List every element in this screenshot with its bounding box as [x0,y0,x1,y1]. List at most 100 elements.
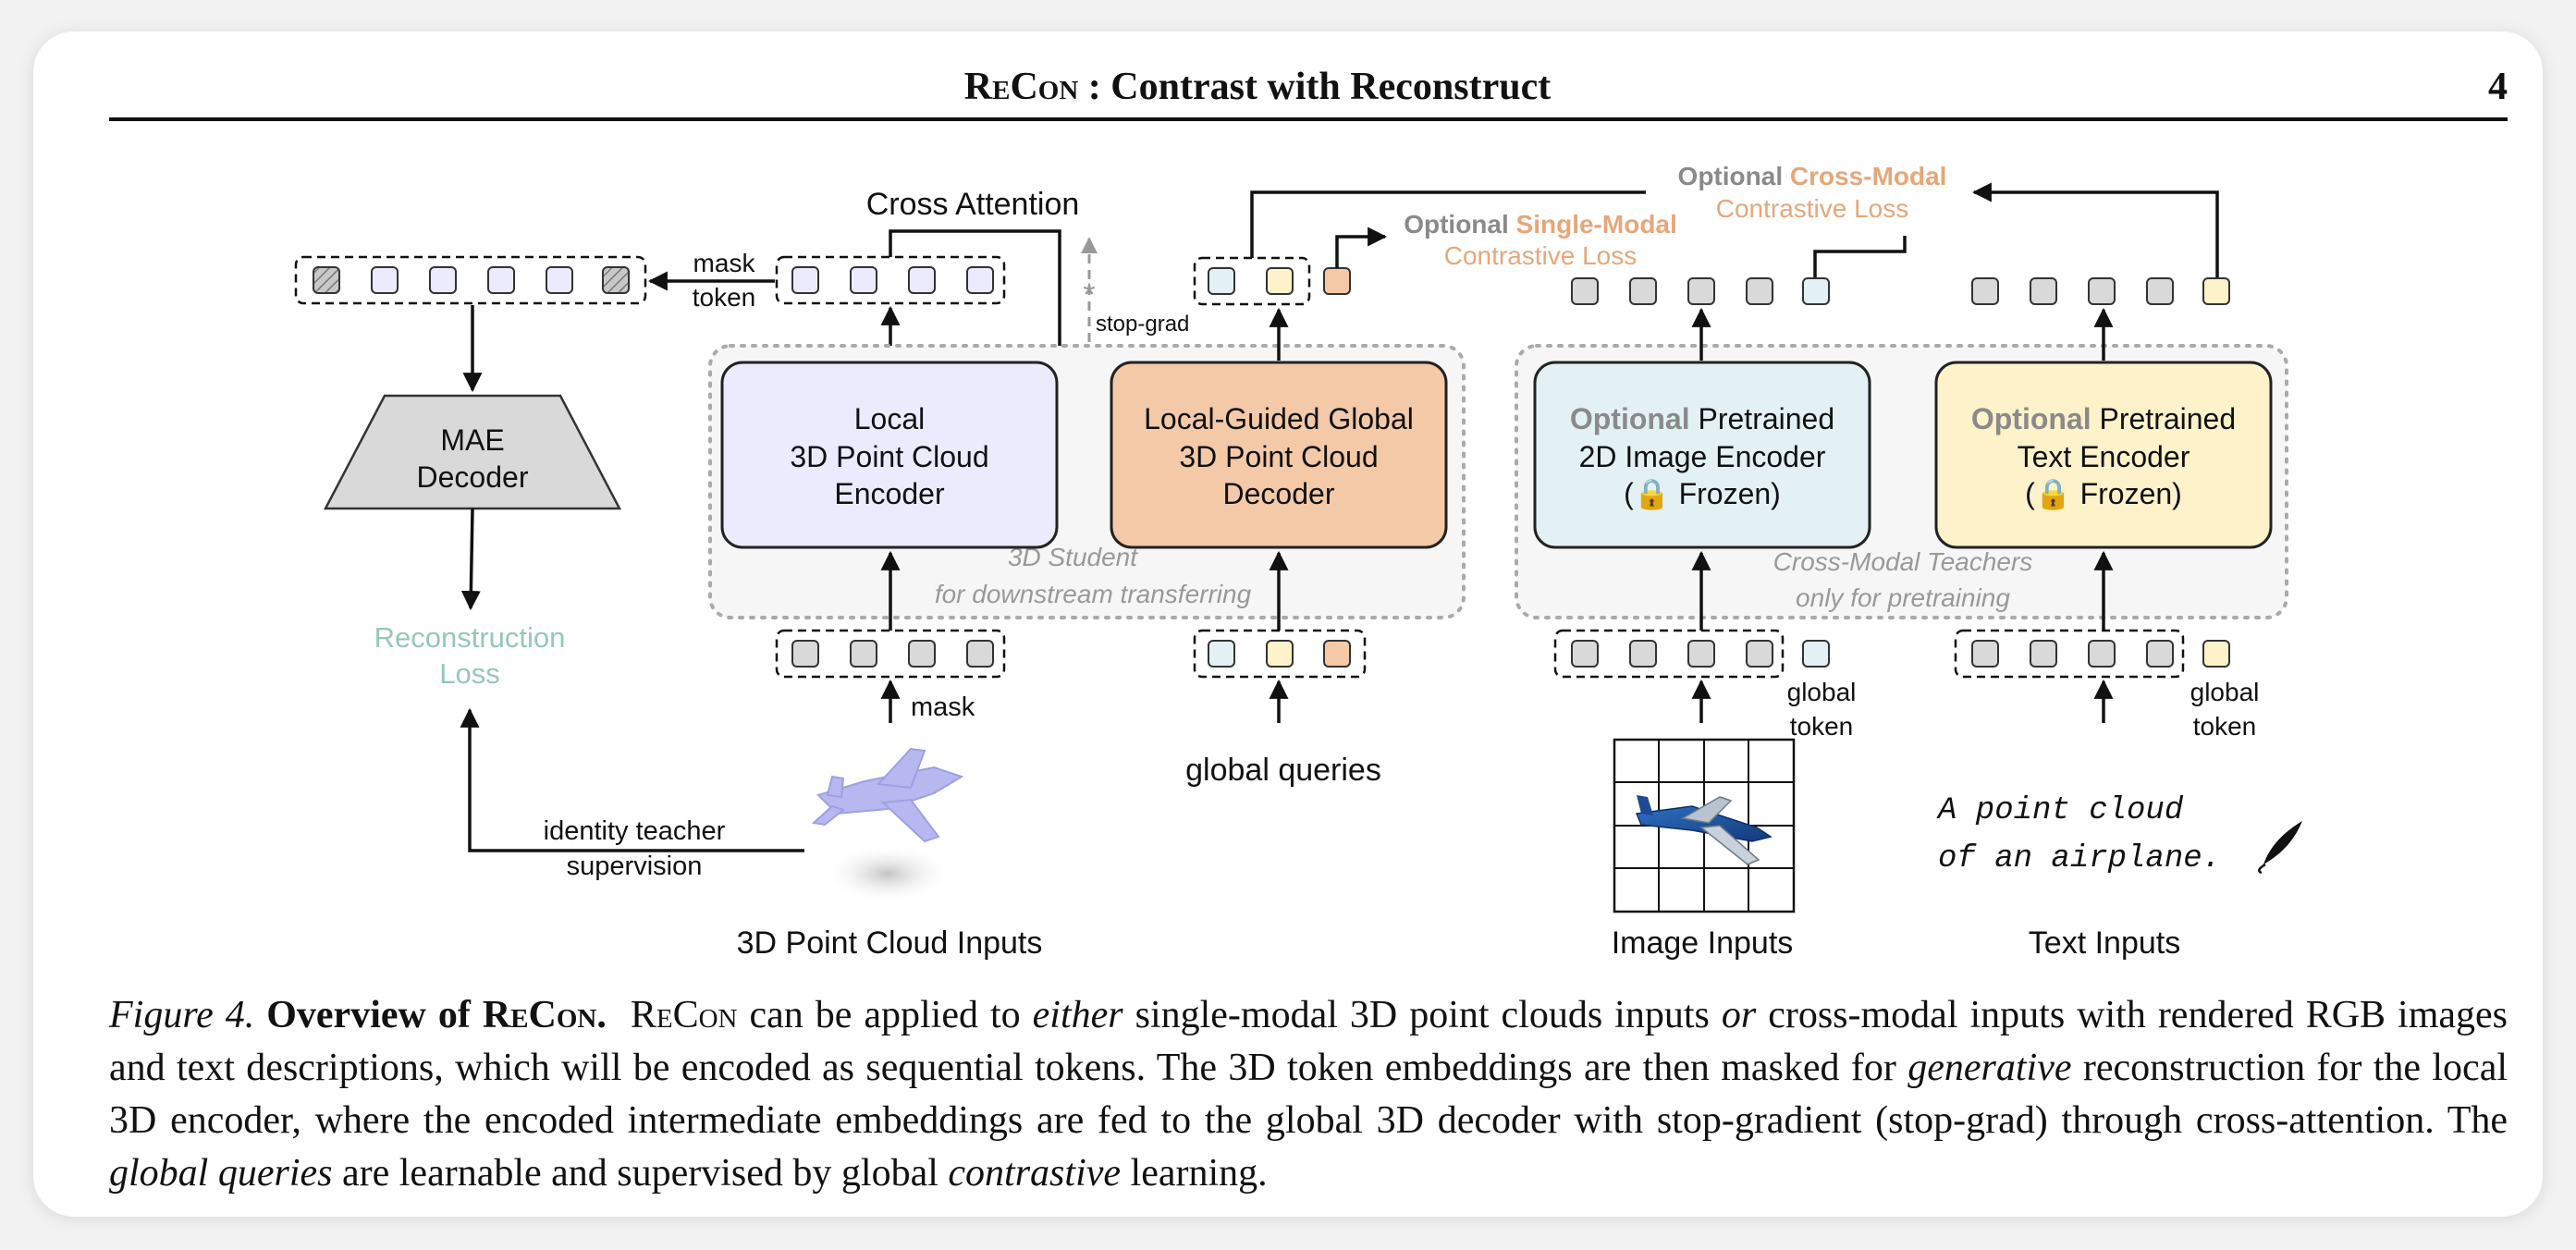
mae-decoder-block [323,394,622,510]
token [371,266,399,294]
text-encoder-frozen: Frozen) [2072,477,2182,510]
text-sample-line-2: of an airplane. [1938,841,2221,876]
image-global-token-label-2: token [1790,712,1854,741]
single-modal-loss-title: Optional Single-Modal [1404,210,1677,239]
token [2202,277,2230,305]
token [2088,277,2116,305]
student-label-2: for downstream transferring [935,580,1252,608]
brand-re: Re [963,66,1011,108]
identity-teacher-label-2: supervision [567,852,703,881]
figure-label: Figure 4. [109,994,255,1036]
token [1687,640,1715,668]
paper-page-card [33,31,2543,1217]
text-encoder-block [1934,361,2273,549]
teachers-label-1: Cross-Modal Teachers [1773,547,2033,576]
mae-decoder-label-1: MAE [440,423,504,457]
cross-modal-optional: Optional [1678,162,1784,190]
token [908,266,936,294]
lock-icon: 🔒 [2035,477,2072,510]
text-teacher-output-tokens [1971,277,2230,305]
caption-text-6: learning. [1121,1152,1268,1195]
stop-grad-label: stop-grad [1096,312,1189,337]
global-decoder-label-1: Local-Guided Global [1144,402,1414,435]
text-encoder-label-3: (🔒 Frozen) [2025,477,2182,510]
reconstruction-loss-label-2: Loss [439,657,499,690]
single-modal-colored [1509,210,1516,239]
single-modal-optional: Optional [1404,210,1509,239]
token [2088,640,2116,668]
token [966,640,994,668]
point-token-row [775,629,1006,679]
token [1571,640,1599,668]
token [1323,267,1351,295]
mask-token-label-2: token [693,283,756,312]
quill-pen-icon [2258,821,2302,875]
token [908,640,936,668]
cross-modal-line-text [1971,182,2219,277]
mask-label: mask [911,692,975,722]
caption-bold-end: . [596,994,607,1036]
token [791,266,819,294]
text-global-token-label-2: token [2193,712,2257,741]
cross-modal-line-image [1813,236,1907,277]
token [2146,277,2174,305]
token [1208,640,1235,668]
token [791,640,819,668]
decoder-output-tokens [1193,256,1351,306]
caption-text-3: cross-modal inputs with rendered RGB ima… [109,994,2509,1089]
caption-brand-con: Con [672,994,738,1036]
mae-decoder-label-2: Decoder [417,460,529,494]
token-masked [602,266,630,294]
token [546,266,573,294]
page-number: 4 [2488,66,2508,108]
text-sample-line-1: A point cloud [1936,793,2184,828]
lock-icon: 🔒 [1634,477,1671,510]
caption-text-5: are learnable and supervised by global [332,1152,949,1195]
header-title-rest: : Contrast with Reconstruct [1078,66,1552,108]
token [1802,277,1830,305]
text-encoder-pretrained: Pretrained [2091,402,2237,435]
teachers-label-2: only for pretraining [1796,583,2010,612]
global-token [1802,640,1830,668]
image-encoder-label-1: Optional Pretrained [1570,402,1834,435]
point-cloud-airplane-image [811,747,964,903]
local-encoder-label-1: Local [854,402,926,435]
text-encoder-label-1: Optional Pretrained [1971,402,2236,435]
token [850,640,877,668]
token [1266,640,1294,668]
text-encoder-optional: Optional [1971,402,2091,435]
image-encoder-label-2: 2D Image Encoder [1579,440,1826,473]
masked-token-row [294,255,647,305]
image-encoder-label-3: (🔒 Frozen) [1624,477,1781,510]
caption-bold-text: Overview of [266,994,483,1036]
caption-bold-brand-con: Con [528,994,597,1036]
image-token-row [1553,629,1830,679]
global-decoder-block [1110,361,1448,549]
global-query-row [1193,629,1367,679]
reconstruction-loss-label-1: Reconstruction [374,621,566,654]
text-token-row [1954,629,2230,679]
caption-text-4: reconstruction for the local 3D encoder,… [109,1047,2509,1142]
token [850,266,877,294]
image-encoder-block [1533,361,1871,549]
token [2146,640,2174,668]
identity-teacher-label-1: identity teacher [544,816,726,846]
cross-modal-colored-text: Cross-Modal [1790,162,1947,190]
token [1208,267,1235,295]
image-input-grid [1613,738,1796,913]
brand-con: Con [1010,66,1079,108]
token [429,266,457,294]
stop-grad-cross: * [1083,277,1095,312]
token [1971,640,1999,668]
caption-bold-brand-re: Re [482,994,529,1036]
image-encoder-frozen: Frozen) [1671,477,1781,510]
cross-modal-line-left [1250,190,1646,258]
caption-italic-3: generative [1907,1047,2072,1089]
arrow-mae-to-loss [460,508,481,611]
airplane-photo-icon [1635,795,1773,865]
token [1629,640,1657,668]
single-modal-colored-text: Single-Modal [1516,210,1677,239]
identity-supervision-path [460,707,804,852]
cross-modal-loss-label: Contrastive Loss [1716,194,1909,223]
recon-overview-figure: Cross Attention mask token * stop-grad M… [294,162,2302,961]
